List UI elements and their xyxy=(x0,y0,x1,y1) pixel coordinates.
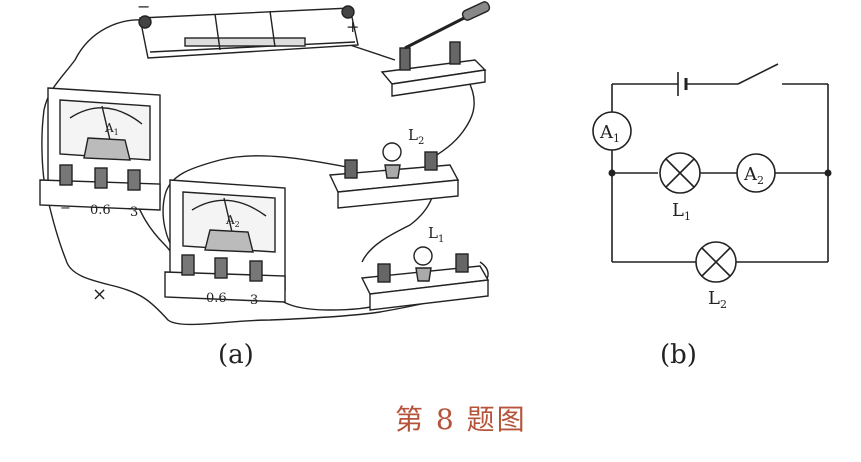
lamp-l2-label-a: L2 xyxy=(408,126,424,147)
knife-switch xyxy=(380,1,491,97)
schematic-b xyxy=(592,63,829,283)
schematic-l2-label: L2 xyxy=(708,288,727,311)
ammeter-a1-name: A1 xyxy=(104,121,119,137)
ammeter-a2 xyxy=(164,179,286,303)
ammeter-a1-term-neg: − xyxy=(60,201,71,216)
figure-caption: 第 8 题图 xyxy=(395,403,527,436)
schematic-a2-label: A2 xyxy=(743,164,764,187)
junction-right xyxy=(824,169,832,177)
ammeter-a1-term-3: 3 xyxy=(130,205,138,220)
ammeter-a1 xyxy=(39,87,161,211)
wire-cross-mark: × xyxy=(92,284,107,305)
schematic-a1-label: A1 xyxy=(599,122,620,145)
battery-neg-sign: − xyxy=(137,0,150,16)
figure-a-label: (a) xyxy=(218,340,254,370)
battery xyxy=(138,5,359,59)
lamp-l2-board xyxy=(328,142,460,209)
battery-pos-sign: + xyxy=(346,17,359,36)
ammeter-a2-name: A2 xyxy=(225,213,240,229)
lamp-l1-board xyxy=(360,246,490,311)
ammeter-a2-term-06: 0.6 xyxy=(206,291,227,306)
figure-b-label: (b) xyxy=(660,340,697,370)
ammeter-a2-term-3: 3 xyxy=(250,293,258,308)
lamp-l1-label-a: L1 xyxy=(428,224,444,245)
ammeter-a1-term-06: 0.6 xyxy=(90,203,111,218)
schematic-l1-label: L1 xyxy=(672,200,691,223)
junction-left xyxy=(608,169,616,177)
